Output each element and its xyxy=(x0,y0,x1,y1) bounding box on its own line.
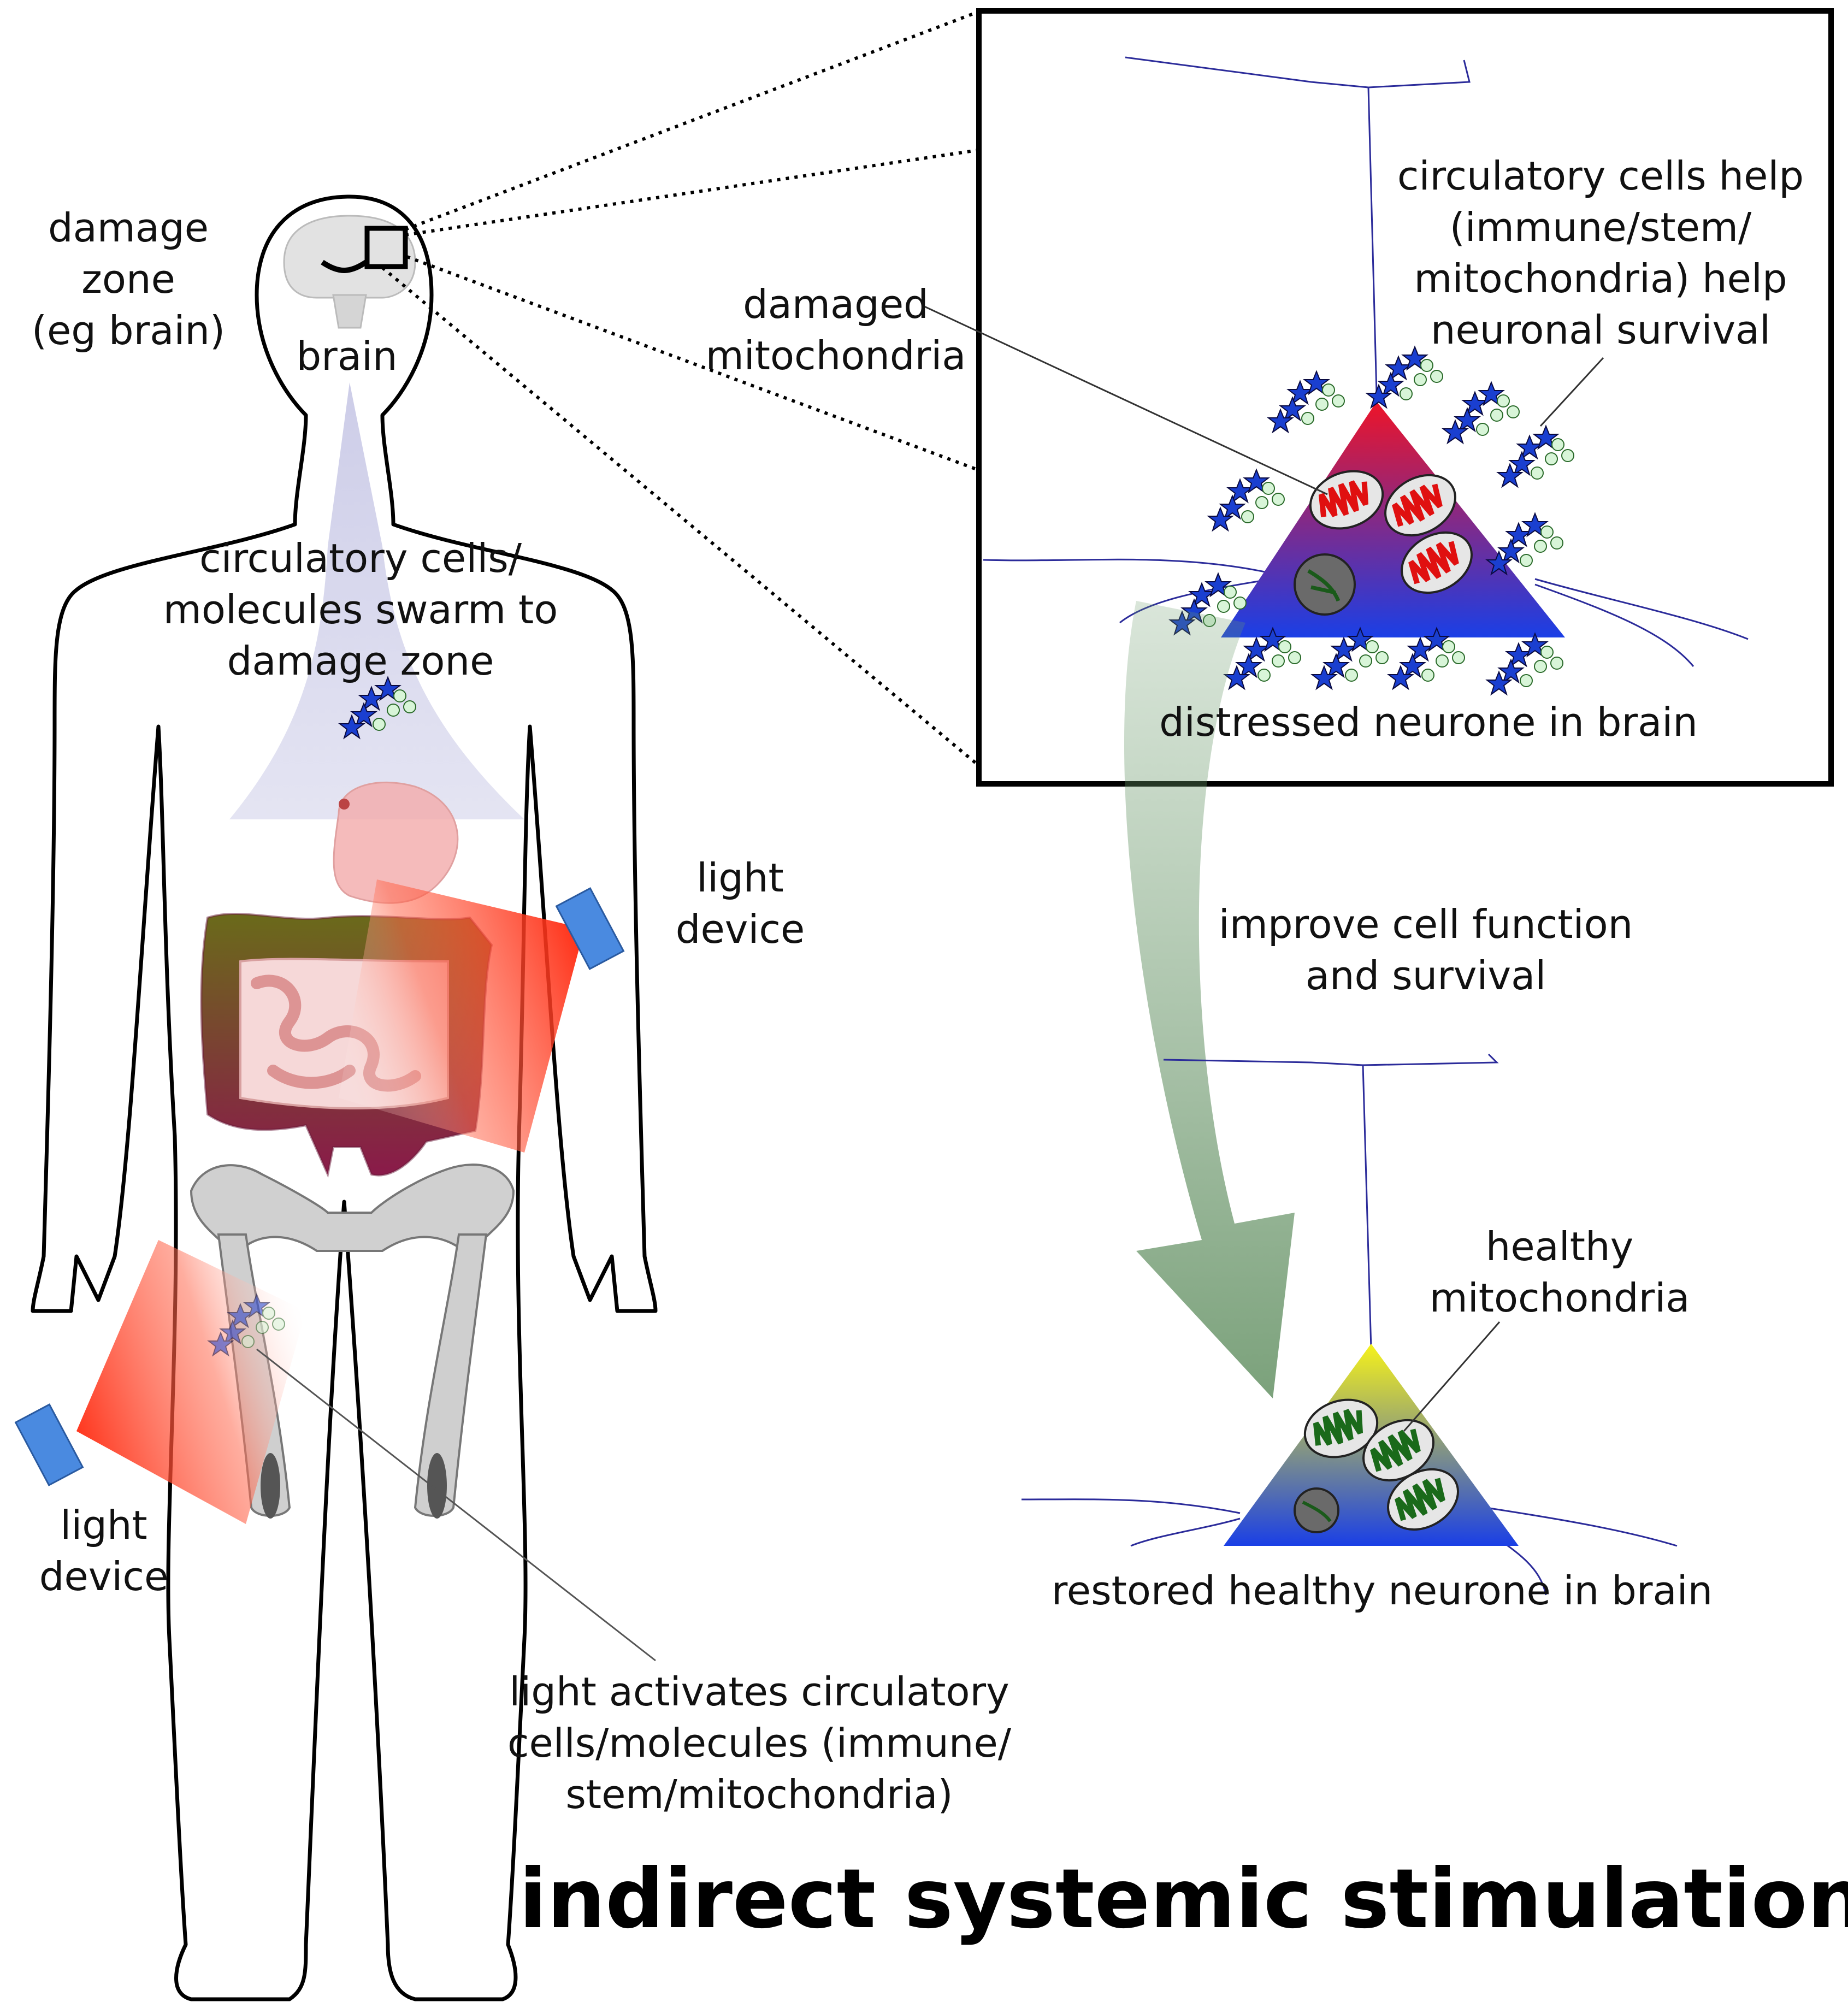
zoom-connector-lines xyxy=(381,10,979,766)
improve-arrow xyxy=(1124,601,1295,1398)
stomach-illustration xyxy=(333,781,459,904)
label-light-device-right: light device xyxy=(675,855,805,952)
leader-line-healthy-mito xyxy=(1403,1321,1501,1432)
label-light-activates: light activates circulatory cells/molecu… xyxy=(507,1669,1012,1817)
label-swarm: circulatory cells/ molecules swarm to da… xyxy=(163,535,558,684)
label-healthy-mito: healthy mitochondria xyxy=(1429,1224,1690,1321)
diagram-title: indirect systemic stimulation xyxy=(519,1852,1848,1947)
label-distressed: distressed neurone in brain xyxy=(1159,699,1698,745)
restored-neurone xyxy=(1021,1053,1678,1596)
brain-illustration xyxy=(283,215,416,329)
zoom-box-icon xyxy=(364,226,408,269)
nucleus-icon xyxy=(1294,1487,1339,1533)
distressed-neurone xyxy=(983,56,1749,667)
label-light-device-left: light device xyxy=(39,1502,169,1599)
label-circ-help: circulatory cells help (immune/stem/ mit… xyxy=(1397,153,1804,353)
light-device-left-icon xyxy=(14,1403,84,1486)
leader-line-damaged-mito xyxy=(923,305,1328,495)
nucleus-icon xyxy=(1294,553,1356,616)
label-brain: brain xyxy=(296,333,398,379)
light-device-right-icon xyxy=(555,887,625,970)
swarm-arrow xyxy=(229,382,524,819)
label-damaged-mito: damaged mitochondria xyxy=(705,281,966,379)
label-damage-zone: damage zone (eg brain) xyxy=(31,205,226,353)
light-beam-right xyxy=(339,879,584,1153)
label-restored: restored healthy neurone in brain xyxy=(1051,1568,1713,1614)
leader-line-light-activates xyxy=(256,1348,656,1662)
light-beam-left xyxy=(76,1240,306,1524)
leader-line-circ-help xyxy=(1539,357,1604,427)
label-improve: improve cell function and survival xyxy=(1218,901,1633,999)
